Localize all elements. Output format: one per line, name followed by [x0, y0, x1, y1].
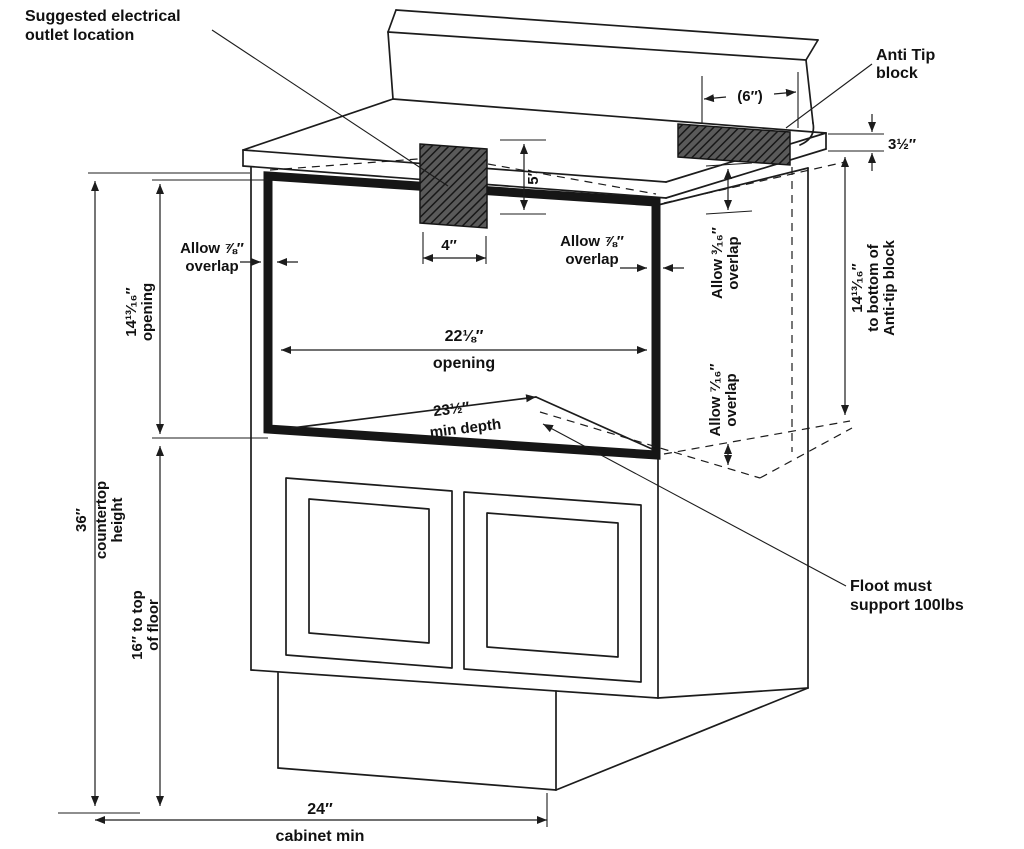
label-outlet-line1: Suggested electrical — [25, 8, 181, 25]
label-floor-support-line1: Floot must — [850, 578, 932, 595]
anti-tip-block — [677, 123, 791, 166]
label-opening-height-line2: opening — [139, 283, 156, 341]
label-floor-support-line2: support 100lbs — [850, 597, 964, 614]
dim-allow-316: Allow ³⁄₁₆″ overlap — [705, 162, 753, 299]
label-min-depth-line1: 23½″ — [432, 399, 470, 420]
label-allow-716-line1: Allow ⁷⁄₁₆″ — [707, 363, 724, 436]
label-floor-height-line1: 16″ to top — [129, 590, 146, 660]
dim-allow-right: Allow ⅞″ overlap — [560, 233, 684, 272]
dim-allow-716: Allow ⁷⁄₁₆″ overlap — [707, 363, 740, 465]
label-cabinet-min-line2: cabinet min — [276, 828, 365, 845]
label-three-half-inch: 3½″ — [888, 136, 916, 153]
outlet-leader-line — [211, 29, 449, 187]
label-countertop-height-line3: height — [109, 498, 126, 543]
dim-opening-width: 22⅛″ opening — [281, 328, 647, 372]
label-anti-tip-height-line1: 14¹³⁄₁₆″ — [849, 263, 866, 312]
dim-countertop-height: 36″ countertop height — [58, 172, 250, 814]
dim-anti-tip-height: 14¹³⁄₁₆″ to bottom of Anti-tip block — [841, 157, 898, 415]
label-six-inch: (6″) — [737, 88, 763, 105]
label-anti-tip-line1: Anti Tip — [876, 47, 935, 64]
label-anti-tip-height-line2: to bottom of — [865, 243, 882, 331]
dim-six: (6″) — [701, 72, 799, 128]
label-allow-right-line1: Allow ⅞″ — [560, 233, 624, 250]
opening-interior — [291, 394, 653, 450]
label-cabinet-min-line1: 24″ — [307, 801, 333, 818]
dim-floor-height: 16″ to top of floor — [129, 446, 164, 806]
label-anti-tip-line2: block — [876, 65, 918, 82]
label-countertop-height-line1: 36″ — [73, 508, 90, 532]
dim-five: 5″ — [500, 139, 546, 215]
label-five-inch: 5″ — [525, 169, 542, 185]
dim-cabinet-min: 24″ cabinet min — [95, 793, 548, 845]
backsplash — [387, 9, 819, 146]
callout-floor-support: Floot must support 100lbs — [542, 423, 964, 614]
label-outlet-line2: outlet location — [25, 27, 134, 44]
electrical-outlet-block — [419, 143, 488, 229]
label-min-depth: 23½″ min depth — [429, 399, 502, 441]
label-allow-316-line1: Allow ³⁄₁₆″ — [709, 227, 726, 299]
right-door — [463, 491, 642, 683]
min-depth-arrow — [291, 394, 537, 429]
dim-three-half: 3½″ — [828, 114, 916, 171]
label-opening-height-line1: 14¹³⁄₁₆″ — [123, 287, 140, 336]
hidden-lines — [269, 158, 853, 479]
dim-four: 4″ — [422, 232, 487, 264]
cabinet-doors — [285, 477, 642, 683]
label-allow-316-line2: overlap — [725, 236, 742, 289]
label-allow-left-line2: overlap — [185, 258, 238, 275]
label-countertop-height-line2: countertop — [93, 481, 110, 559]
callout-outlet: Suggested electrical outlet location — [25, 8, 449, 187]
label-allow-716-line2: overlap — [723, 373, 740, 426]
floor-support-leader-line — [542, 423, 847, 587]
anti-tip-leader-line — [785, 63, 873, 129]
label-anti-tip-height-line3: Anti-tip block — [881, 239, 898, 335]
label-min-depth-line2: min depth — [429, 416, 502, 442]
label-opening-width-line1: 22⅛″ — [445, 328, 484, 345]
callout-anti-tip: Anti Tip block — [785, 47, 935, 129]
label-allow-right-line2: overlap — [565, 251, 618, 268]
left-door-panel — [308, 498, 430, 644]
right-door-panel — [486, 512, 619, 658]
label-four-inch: 4″ — [441, 237, 457, 254]
dim-allow-left: Allow ⅞″ overlap — [180, 240, 298, 275]
left-door — [285, 477, 453, 669]
label-allow-left-line1: Allow ⅞″ — [180, 240, 244, 257]
dim-opening-height: 14¹³⁄₁₆″ opening — [123, 179, 268, 439]
label-floor-height-line2: of floor — [145, 599, 162, 651]
label-opening-width-line2: opening — [433, 355, 495, 372]
